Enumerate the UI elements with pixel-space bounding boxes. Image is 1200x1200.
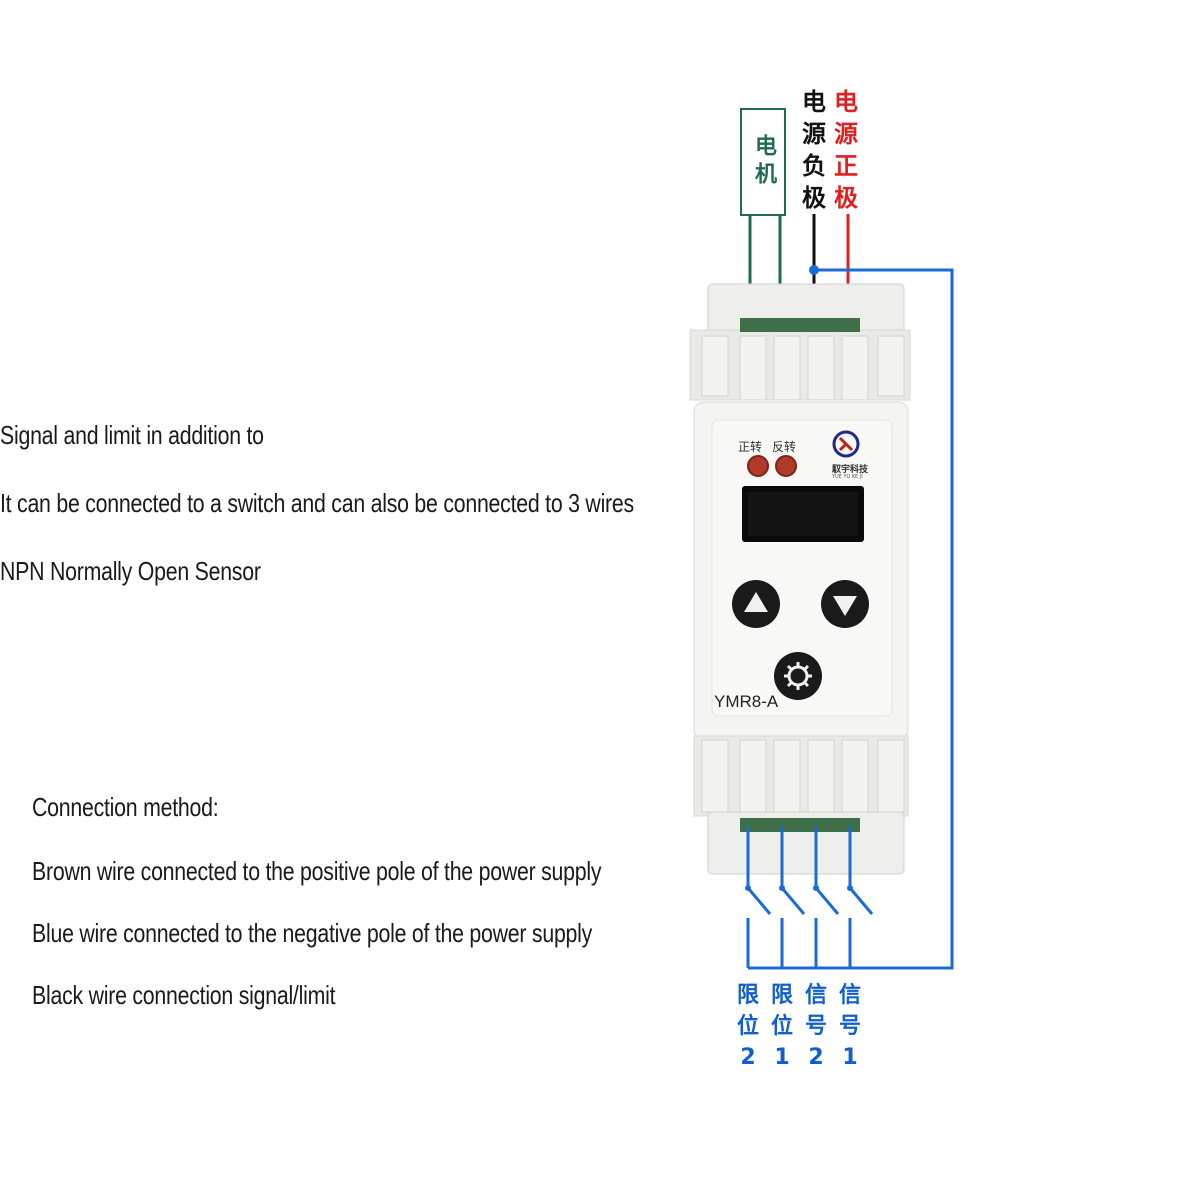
terminal-label-signal-1: 信号 1 — [838, 983, 861, 1070]
power-negative-label: 电源负极 — [802, 88, 826, 212]
power-positive-label: 电源正极 — [834, 88, 858, 212]
note-line-2: It can be connected to a switch and can … — [0, 488, 634, 518]
led-reverse — [775, 455, 797, 477]
note-line-1: Signal and limit in addition to — [0, 420, 264, 450]
settings-button — [774, 652, 822, 700]
terminal-label-signal-2: 信号 2 — [804, 983, 827, 1070]
device-housing — [689, 283, 911, 875]
motor-box: 电机 — [740, 108, 786, 216]
junction-dot — [809, 265, 819, 275]
brand-name: 馭宇科技 — [832, 465, 869, 475]
led-reverse-label: 反转 — [772, 440, 797, 454]
connection-line-brown: Brown wire connected to the positive pol… — [32, 856, 602, 886]
led-forward — [747, 455, 769, 477]
terminal-label-limit-2: 限位 2 — [736, 983, 759, 1070]
led-forward-label: 正转 — [738, 440, 763, 454]
motor-label: 电机 — [751, 134, 776, 190]
model-label: YMR8-A — [714, 692, 779, 711]
connection-heading: Connection method: — [32, 792, 219, 822]
note-line-3: NPN Normally Open Sensor — [0, 556, 261, 586]
brand-logo — [832, 430, 860, 458]
connection-line-blue: Blue wire connected to the negative pole… — [32, 918, 593, 948]
connection-line-black: Black wire connection signal/limit — [32, 980, 336, 1010]
terminal-label-limit-1: 限位 1 — [770, 983, 793, 1070]
brand-pinyin: YUE YU KE JI — [832, 474, 863, 480]
